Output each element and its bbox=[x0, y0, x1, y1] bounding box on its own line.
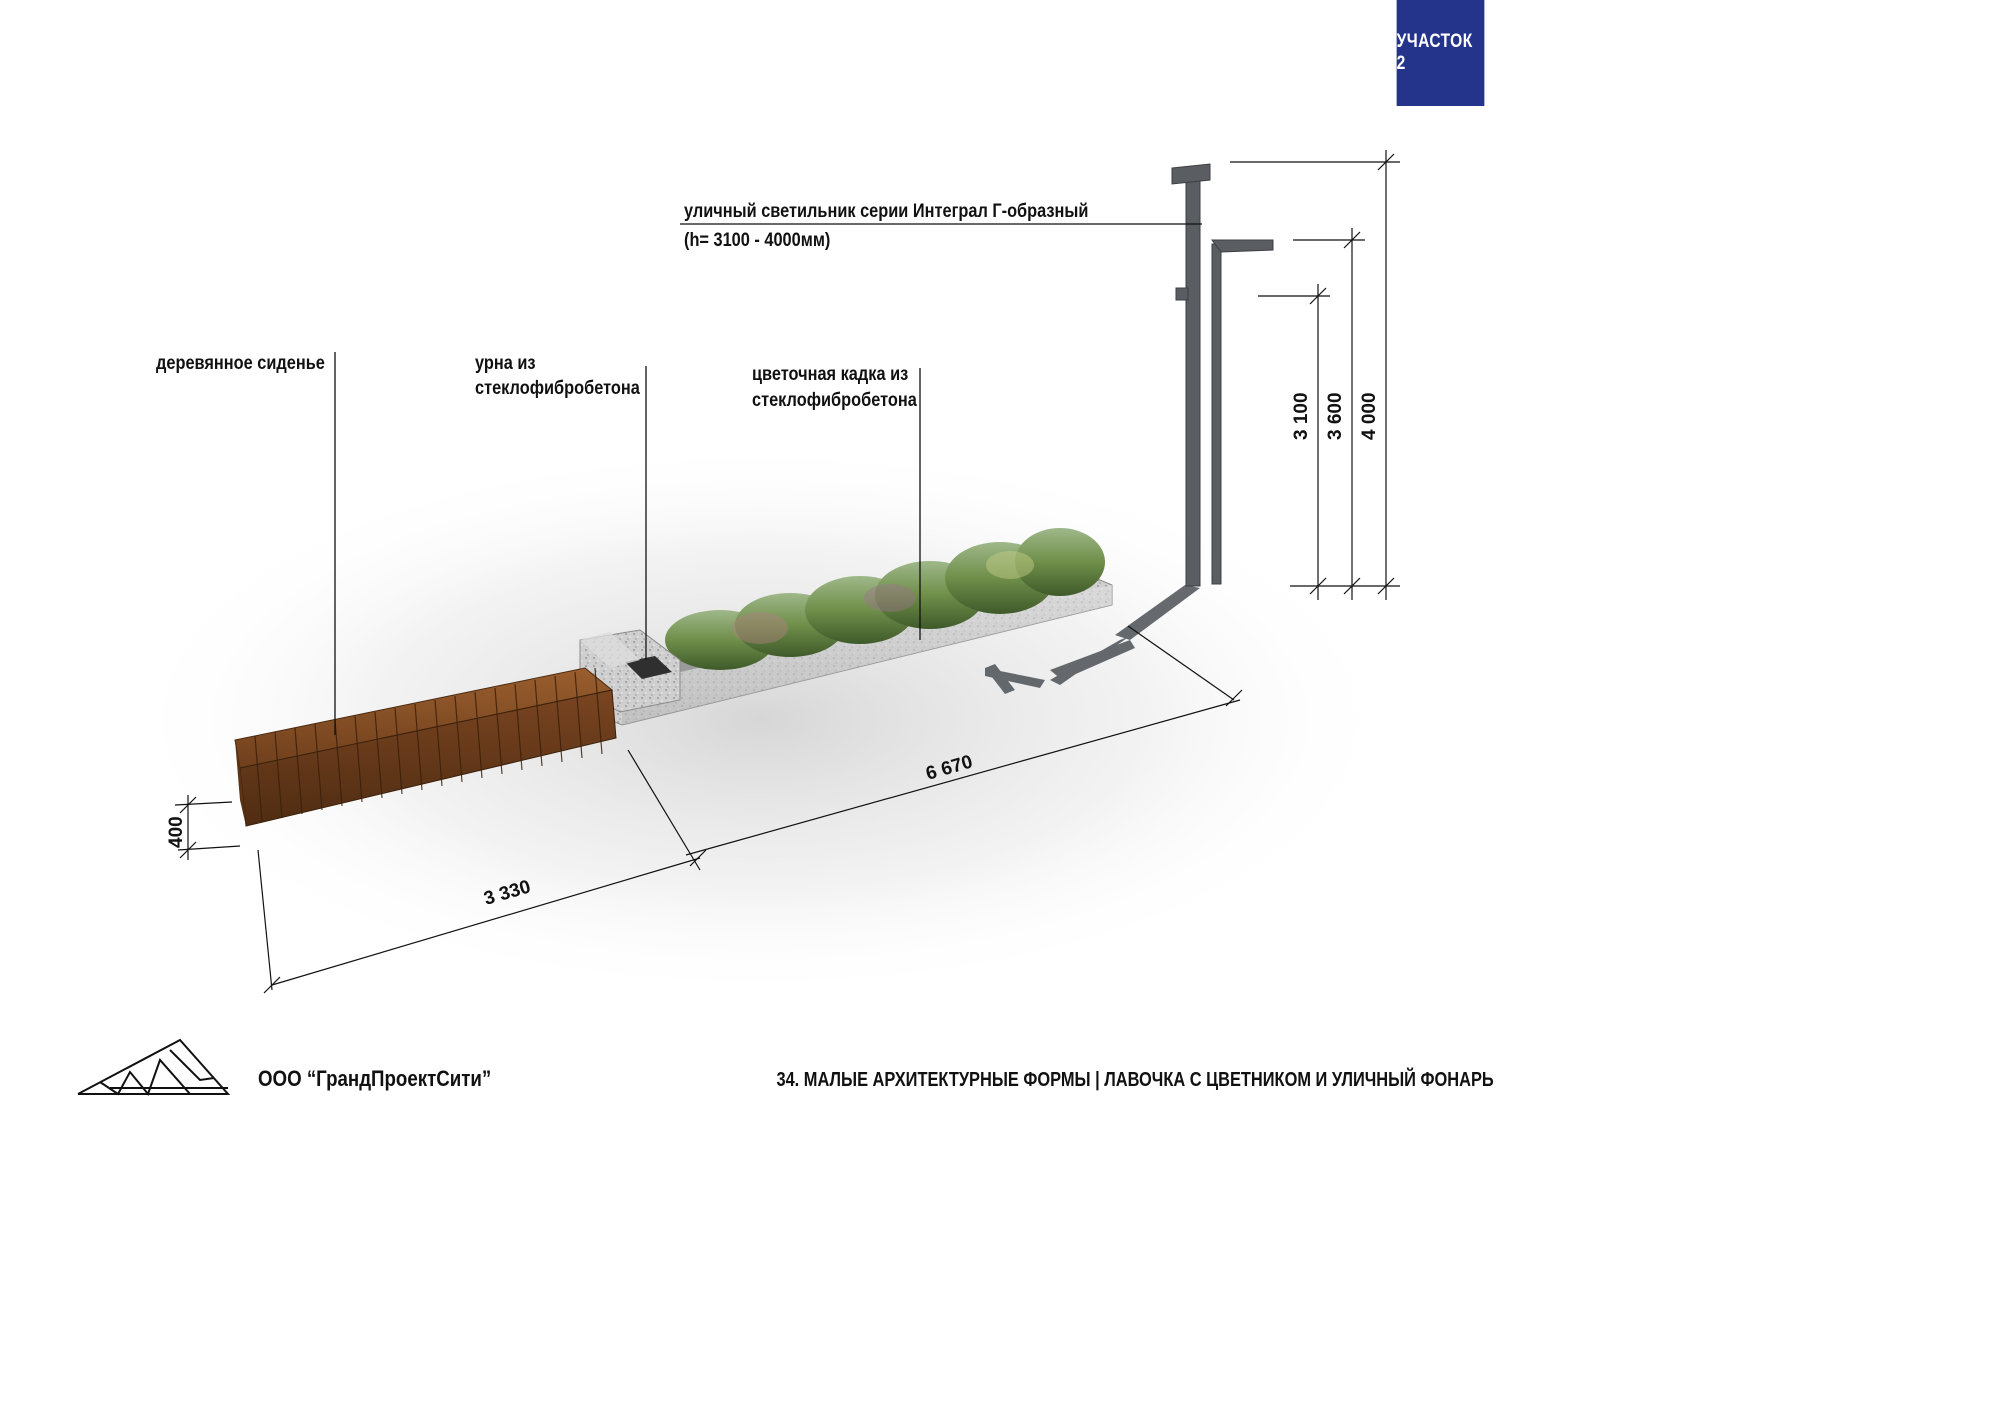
label-urn-line2: стеклофибробетона bbox=[475, 378, 640, 399]
label-planter-line1: цветочная кадка из bbox=[752, 364, 909, 385]
section-badge: УЧАСТОК 2 bbox=[1396, 0, 1485, 106]
label-urn-line1: урна из bbox=[475, 353, 536, 374]
bench-height-dimension bbox=[174, 795, 241, 860]
scene-drawing: 400 3 330 6 670 3 100 3 600 4 000 bbox=[77, 150, 1400, 1097]
dim-lamp-4000: 4 000 bbox=[1359, 392, 1380, 440]
label-seat: деревянное сиденье bbox=[156, 353, 325, 374]
leader-lines bbox=[334, 223, 1202, 735]
sheet-title: 34. МАЛЫЕ АРХИТЕКТУРНЫЕ ФОРМЫ | ЛАВОЧКА … bbox=[776, 1069, 1494, 1091]
street-lamp bbox=[1171, 163, 1274, 587]
dim-lamp-3100: 3 100 bbox=[1291, 392, 1312, 440]
dim-bench-height: 400 bbox=[166, 816, 187, 848]
label-planter-line2: стеклофибробетона bbox=[752, 390, 917, 411]
lamp-shadow bbox=[985, 585, 1200, 694]
company-logo bbox=[77, 1038, 231, 1097]
length-dimensions bbox=[257, 625, 1243, 994]
plants bbox=[665, 528, 1105, 670]
ground-shadow bbox=[120, 440, 1400, 1000]
dim-lamp-3600: 3 600 bbox=[1325, 392, 1346, 440]
lamp-height-dimensions bbox=[1230, 150, 1400, 600]
label-lamp-line2: (h= 3100 - 4000мм) bbox=[684, 230, 831, 251]
label-lamp-line1: уличный светильник серии Интеграл Г-обра… bbox=[684, 201, 1089, 222]
company-name: ООО “ГрандПроектСити” bbox=[258, 1066, 492, 1091]
wooden-bench bbox=[234, 667, 617, 827]
